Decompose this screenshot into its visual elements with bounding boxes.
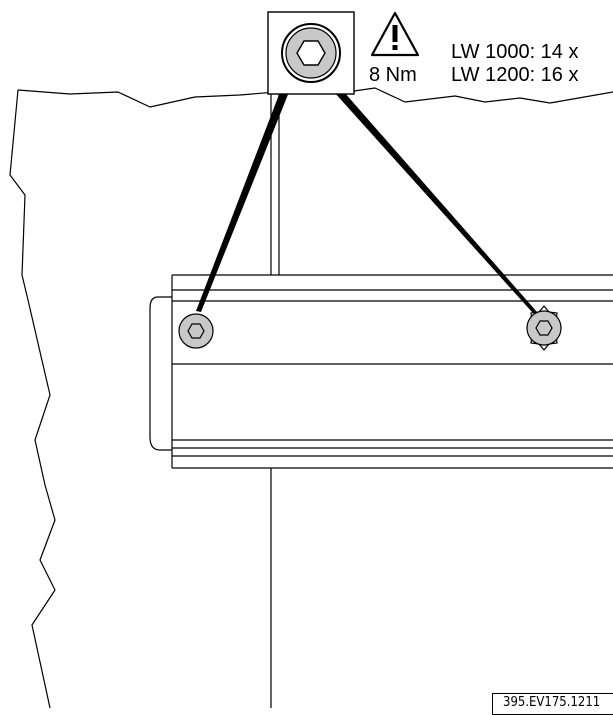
warning-triangle-icon	[370, 11, 420, 57]
rail-profile	[149, 274, 613, 469]
torque-label: 8 Nm	[369, 64, 417, 86]
reference-code: 395.EV175.1211	[492, 693, 613, 715]
screw-right	[526, 305, 562, 351]
lw1200-label: LW 1200: 16 x	[451, 64, 579, 86]
leader-line-left	[196, 92, 289, 312]
leader-line-right	[334, 92, 544, 322]
lw1000-label: LW 1000: 14 x	[451, 41, 579, 63]
screw-left	[178, 313, 214, 349]
wall-outline	[9, 87, 613, 708]
hex-socket-icon	[281, 23, 341, 83]
